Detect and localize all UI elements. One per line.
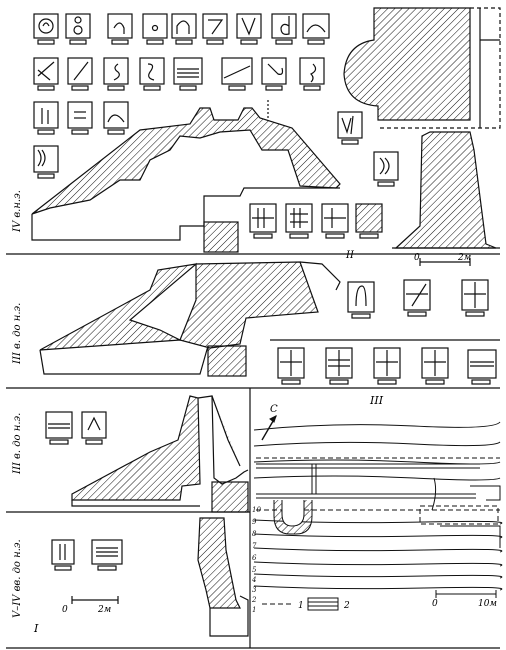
scale-zero-i: 0 (62, 605, 68, 615)
svg-text:1: 1 (252, 606, 256, 614)
scale-zero-iii: 0 (432, 599, 438, 609)
panel-iii-plan: 10 9 8 7 6 5 4 3 2 1 (251, 415, 503, 614)
panel-iii-century-bc-b (45, 395, 249, 513)
svg-text:3: 3 (252, 586, 257, 594)
panel-frames (6, 253, 500, 649)
svg-text:7: 7 (252, 542, 257, 550)
panel-ii-profile (392, 131, 500, 249)
north-label: С (270, 404, 278, 415)
panel-label-i: I (33, 622, 39, 635)
panel-v-iv-century-bc (51, 517, 249, 637)
sign-tiles-row-1 (33, 13, 330, 45)
panel-iv-century: II 0 2м (31, 7, 501, 266)
scale-end-iii: 10м (478, 599, 497, 609)
sign-tiles-ledge (249, 203, 383, 239)
sign-tiles-row-3 (33, 101, 399, 187)
svg-text:10: 10 (252, 506, 261, 514)
period-label-iii-bc-b: III в. до н.э. (12, 413, 23, 475)
svg-text:5: 5 (252, 566, 257, 574)
legend (262, 597, 339, 611)
sign-tiles-iii-bc (277, 279, 497, 385)
period-label-v-iv-bc: V–IV вв. до н.э. (12, 539, 23, 618)
section-profile-iv (31, 100, 341, 253)
panel-label-ii: II (345, 250, 355, 261)
scale-bar-panel-i (71, 596, 119, 604)
scale-bar-panel-ii (419, 258, 471, 266)
scale-end-i: 2м (97, 605, 111, 615)
sign-tiles-row-2 (33, 57, 325, 91)
north-arrow (261, 415, 277, 441)
layer-numbers: 10 9 8 7 6 5 4 3 2 1 (251, 506, 261, 614)
svg-text:9: 9 (252, 518, 257, 526)
scale-end-ii: 2м (457, 253, 471, 263)
scale-zero-ii: 0 (414, 253, 420, 263)
sign-tiles-v-iv (51, 539, 123, 571)
wall-double-lines (256, 463, 480, 499)
svg-text:2: 2 (251, 596, 257, 604)
panel-iii-century-bc-a (39, 261, 500, 385)
legend-1: 1 (298, 601, 304, 611)
scale-bar-panel-iii (435, 590, 497, 598)
svg-text:8: 8 (252, 530, 257, 538)
svg-text:4: 4 (251, 576, 256, 584)
legend-2: 2 (343, 601, 350, 611)
period-label-iii-bc-a: III в. до н.э. (12, 303, 23, 365)
panel-label-iii: III (369, 394, 384, 407)
plan-top-right (343, 7, 501, 129)
sign-tiles-iii-bc-b (45, 411, 107, 445)
svg-text:6: 6 (252, 554, 257, 562)
period-label-iv-ad: IV в.н.э. (12, 190, 23, 233)
